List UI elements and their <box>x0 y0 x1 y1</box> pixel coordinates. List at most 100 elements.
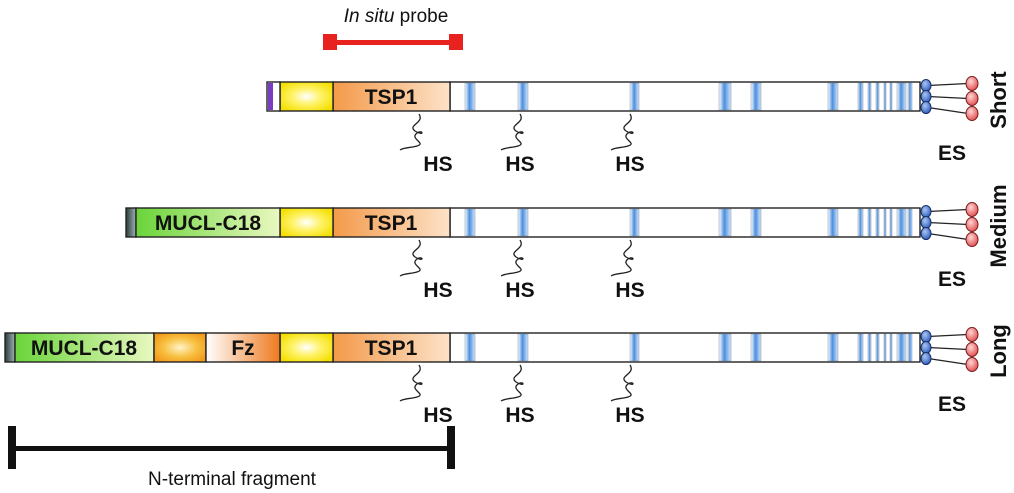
collagenous-interruption <box>875 208 880 237</box>
fragment-bar <box>11 446 454 451</box>
hs-label: HS <box>505 279 534 302</box>
collagenous-interruption <box>827 208 839 237</box>
collagenous-interruption <box>896 82 907 111</box>
fragment-left-cap <box>8 426 16 469</box>
collagenous-interruption <box>883 82 887 111</box>
probe-label: In situ probe <box>344 6 449 27</box>
hs-chain-line <box>500 239 524 277</box>
es-trimer-node <box>920 330 932 343</box>
purple-marker <box>268 83 273 110</box>
fz-label: Fz <box>231 337 254 360</box>
isoform-name-short: Short <box>986 71 1011 129</box>
tsp1-label: TSP1 <box>365 212 418 235</box>
hs-chain-line <box>399 113 423 151</box>
probe-left-cap <box>323 34 337 50</box>
collagenous-interruption <box>629 208 640 237</box>
hs-chain-line <box>500 113 524 151</box>
collagenous-interruption <box>889 333 893 362</box>
hs-label: HS <box>505 153 534 176</box>
collagenous-interruption <box>827 82 839 111</box>
hs-label: HS <box>615 279 644 302</box>
tsp1-label: TSP1 <box>365 86 418 109</box>
es-trimer-node <box>920 101 932 114</box>
collagenous-interruption <box>718 82 732 111</box>
collagenous-interruption <box>857 208 864 237</box>
hs-label: HS <box>505 404 534 427</box>
collagenous-interruption <box>629 333 640 362</box>
collagenous-interruption <box>464 208 476 237</box>
es-trimer-node <box>920 79 932 92</box>
hs-label: HS <box>615 404 644 427</box>
isoform-name-medium: Medium <box>986 184 1011 267</box>
es-linker <box>927 95 969 100</box>
collagenous-interruption <box>883 333 887 362</box>
es-label: ES <box>938 393 966 416</box>
collagenous-interruption <box>889 208 893 237</box>
hs-chain-2: HS <box>500 364 535 427</box>
es-linker <box>927 221 969 226</box>
tsp1-domain <box>332 332 451 363</box>
n-term-cap <box>4 332 16 363</box>
es-trimer-node <box>920 341 932 354</box>
hs-chain-2: HS <box>500 113 535 176</box>
collagenous-interruption <box>896 333 907 362</box>
endostatin-domain <box>965 217 979 232</box>
collagenous-interruption <box>889 82 893 111</box>
hs-chain-2: HS <box>500 239 535 302</box>
hs-chain-3: HS <box>610 364 645 427</box>
collagenous-interruption <box>867 82 872 111</box>
es-trimer-node <box>920 227 932 240</box>
collagenous-interruption <box>883 208 887 237</box>
collagenous-interruption <box>875 333 880 362</box>
collagenous-interruption <box>857 333 864 362</box>
hs-chain-3: HS <box>610 239 645 302</box>
probe-label-italic: In situ <box>344 6 395 27</box>
endostatin-domain <box>965 106 979 121</box>
hs-chain-3: HS <box>610 113 645 176</box>
collagenous-interruption <box>896 208 907 237</box>
collagenous-interruption <box>718 333 732 362</box>
collagenous-interruption <box>517 82 529 111</box>
n-terminal-fragment: N-terminal fragment <box>8 426 455 490</box>
es-cluster: ES <box>920 76 979 165</box>
collagenous-interruption <box>827 333 839 362</box>
endostatin-domain <box>965 327 979 342</box>
collagenous-interruption <box>464 333 476 362</box>
hs-chain-line <box>500 364 524 402</box>
collagenous-interruption <box>750 208 762 237</box>
collagenous-interruption <box>517 208 529 237</box>
mucl-c18-label: MUCL-C18 <box>31 337 137 360</box>
endostatin-domain <box>965 357 979 372</box>
endostatin-domain <box>965 342 979 357</box>
es-linker <box>927 346 969 351</box>
probe-label-rest: probe <box>394 6 448 27</box>
collagenous-interruption <box>907 82 913 111</box>
hs-chain-1: HS <box>399 113 453 176</box>
n-term-cap <box>125 207 137 238</box>
hs-chain-1: HS <box>399 364 453 427</box>
hs-chain-line <box>399 364 423 402</box>
probe-bar <box>330 40 456 45</box>
hs-label: HS <box>423 279 452 302</box>
hs-chain-line <box>610 364 634 402</box>
collagenous-interruption <box>629 82 640 111</box>
es-trimer-node <box>920 216 932 229</box>
es-linker <box>927 208 969 213</box>
es-linker <box>927 333 969 338</box>
probe-right-cap <box>449 34 463 50</box>
es-linker <box>927 232 969 241</box>
endostatin-domain <box>965 232 979 247</box>
endostatin-domain <box>965 91 979 106</box>
tsp1-domain <box>332 81 451 112</box>
es-trimer-node <box>920 205 932 218</box>
fragment-right-cap <box>447 426 455 469</box>
yellow-domain <box>279 332 334 363</box>
es-label: ES <box>938 142 966 165</box>
es-linker <box>927 82 969 87</box>
hs-chain-line <box>399 239 423 277</box>
